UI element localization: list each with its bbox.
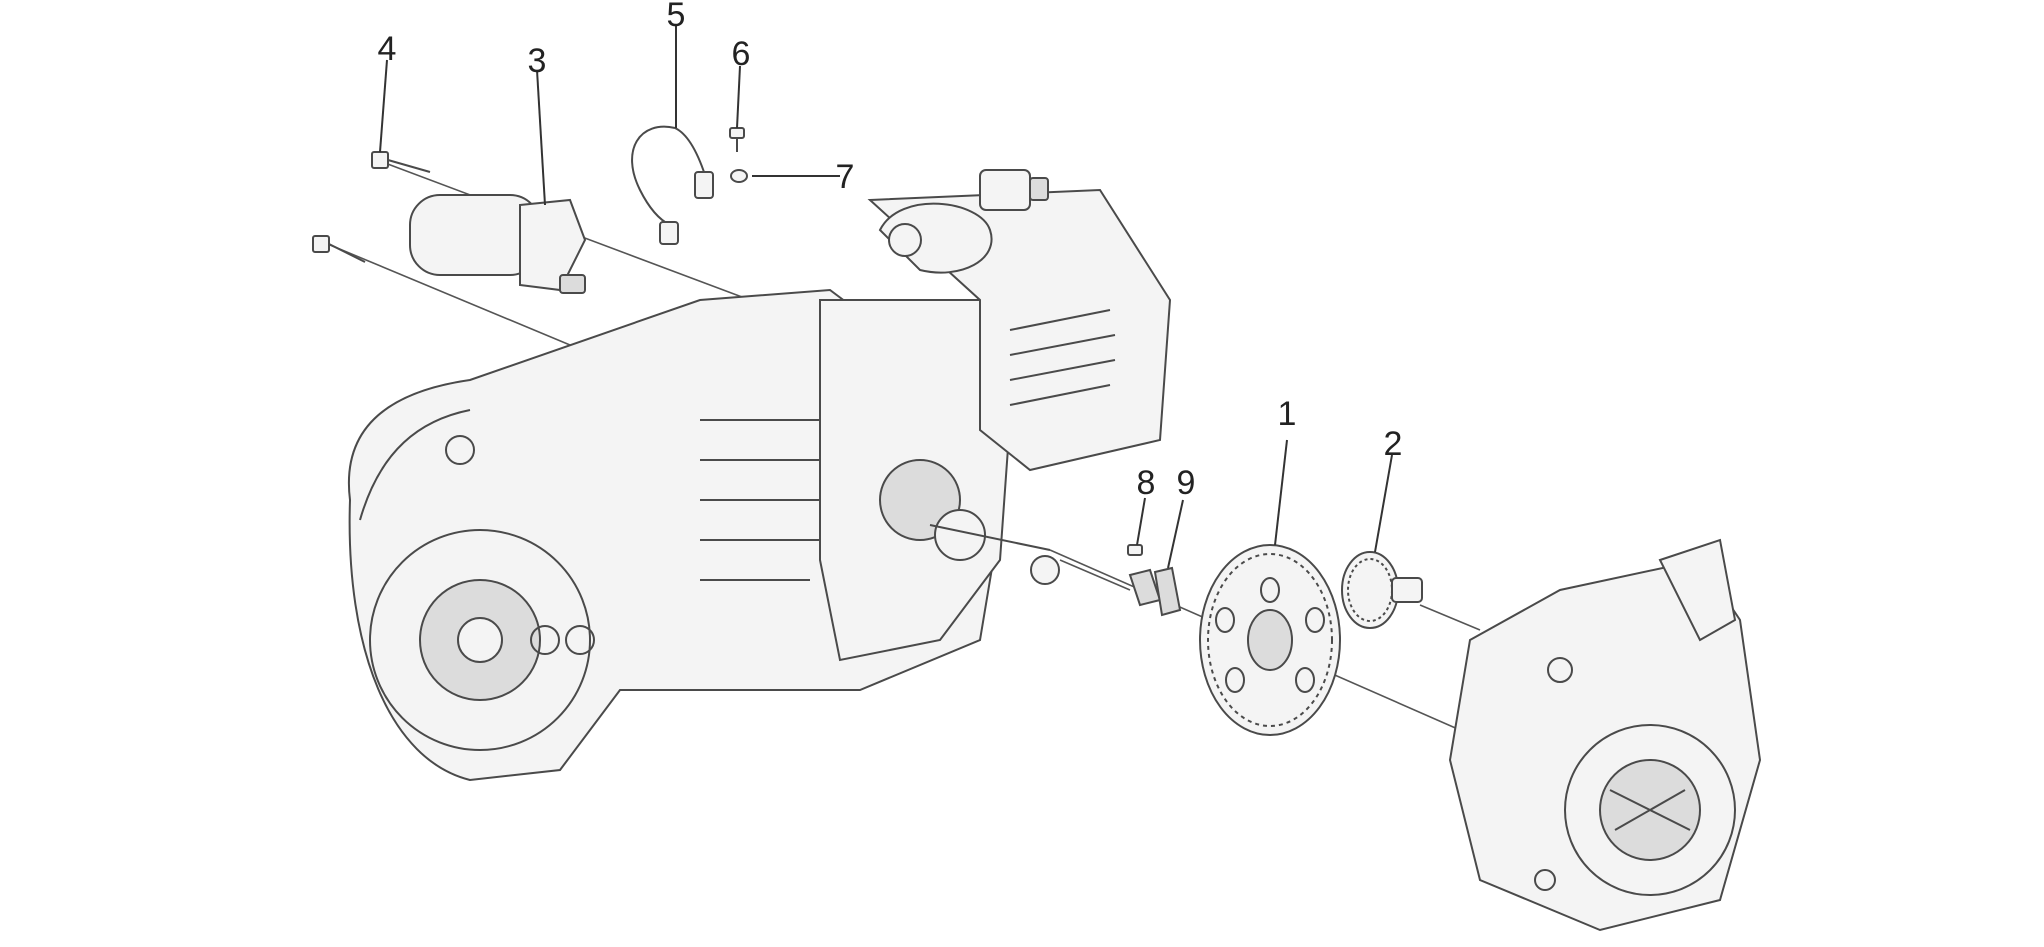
part-wiring-sensor: [631, 125, 714, 245]
callout-1: 1: [1278, 395, 1297, 433]
part-clip: [1128, 566, 1182, 617]
callout-9: 9: [1177, 464, 1196, 502]
part-gear: [1199, 544, 1341, 736]
callout-labels: 1 2 3 4 5 6 7 8 9: [378, 0, 1403, 502]
callout-8: 8: [1137, 464, 1156, 502]
engine-crankcase: [347, 169, 1172, 782]
part-screw-upper: [371, 151, 431, 173]
callout-6: 6: [732, 35, 751, 73]
callout-5: 5: [667, 0, 686, 34]
part-starter-clutch: [1341, 551, 1423, 629]
part-small-screw: [729, 127, 745, 152]
callout-7: 7: [836, 158, 855, 196]
part-pin: [1127, 544, 1143, 556]
flywheel-cover: [1448, 538, 1762, 932]
callout-3: 3: [528, 42, 547, 80]
part-screw-lower: [312, 235, 366, 263]
part-starter-motor: [409, 194, 587, 294]
part-washer: [730, 169, 748, 183]
callout-4: 4: [378, 30, 397, 68]
leader-lines: [379, 26, 1393, 569]
callout-2: 2: [1384, 425, 1403, 463]
